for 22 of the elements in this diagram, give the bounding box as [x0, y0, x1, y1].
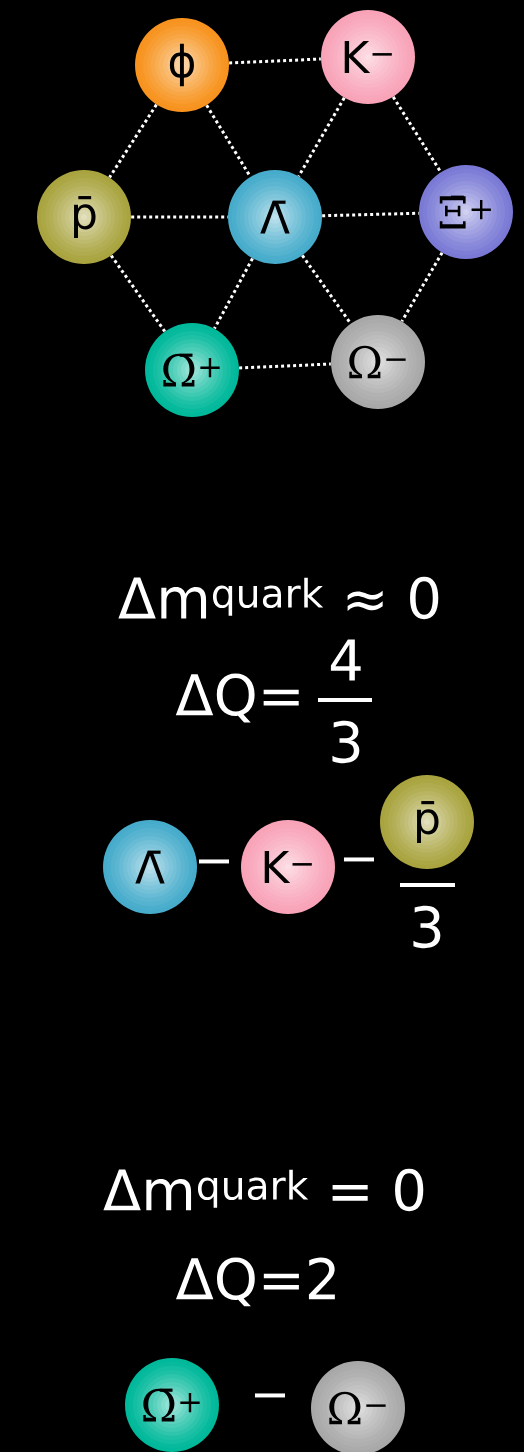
dotted-line	[131, 215, 228, 219]
minus-sign: −	[198, 859, 229, 864]
dotted-line	[229, 57, 321, 65]
dotted-line	[213, 257, 254, 330]
equation-text: 4	[330, 639, 361, 681]
dotted-line	[322, 211, 419, 218]
equation-text: 3	[332, 720, 360, 764]
dotted-line	[391, 96, 443, 173]
equation-text: Δm$^{quark}$ = 0	[103, 1168, 424, 1212]
dotted-line	[110, 254, 166, 333]
dotted-line	[297, 97, 346, 177]
equation-text: ΔQ=	[175, 673, 299, 723]
dotted-line	[400, 251, 444, 323]
dotted-line	[301, 254, 352, 325]
equation-text: ΔQ=2	[175, 1257, 335, 1307]
minus-sign: −	[343, 857, 374, 862]
dotted-line	[205, 104, 252, 178]
dotted-line	[239, 362, 331, 370]
equation-text: Δm$^{quark}$ ≈ 0	[118, 576, 439, 620]
dotted-line	[108, 103, 158, 179]
minus-sign: −	[254, 1393, 285, 1398]
equation-text: 3	[413, 905, 441, 949]
